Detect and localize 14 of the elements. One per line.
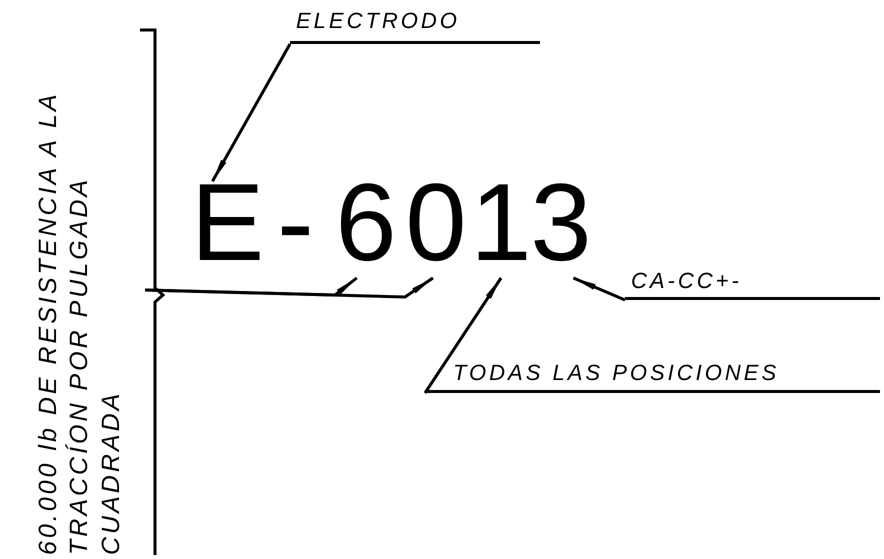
leader-line — [211, 43, 292, 182]
code-letter: E — [190, 168, 265, 278]
leader-line — [572, 276, 626, 302]
callout-text: ELECTRODO — [290, 8, 540, 44]
code-digit: 1 — [470, 168, 532, 278]
leader-line — [424, 277, 502, 394]
code-hyphen: - — [276, 168, 315, 278]
leader-line — [144, 276, 434, 299]
code-digit: 3 — [530, 168, 592, 278]
callout-text: CA-CC+- — [625, 268, 880, 300]
code-digit: 6 — [335, 168, 397, 278]
callout-text: 60.000 lb DE RESISTENCIA A LA TRACCÍON POR PULGADA CUADRADA — [15, 25, 145, 555]
code-digit: 0 — [405, 168, 467, 278]
callout-text: TODAS LAS POSICIONES — [425, 360, 880, 393]
